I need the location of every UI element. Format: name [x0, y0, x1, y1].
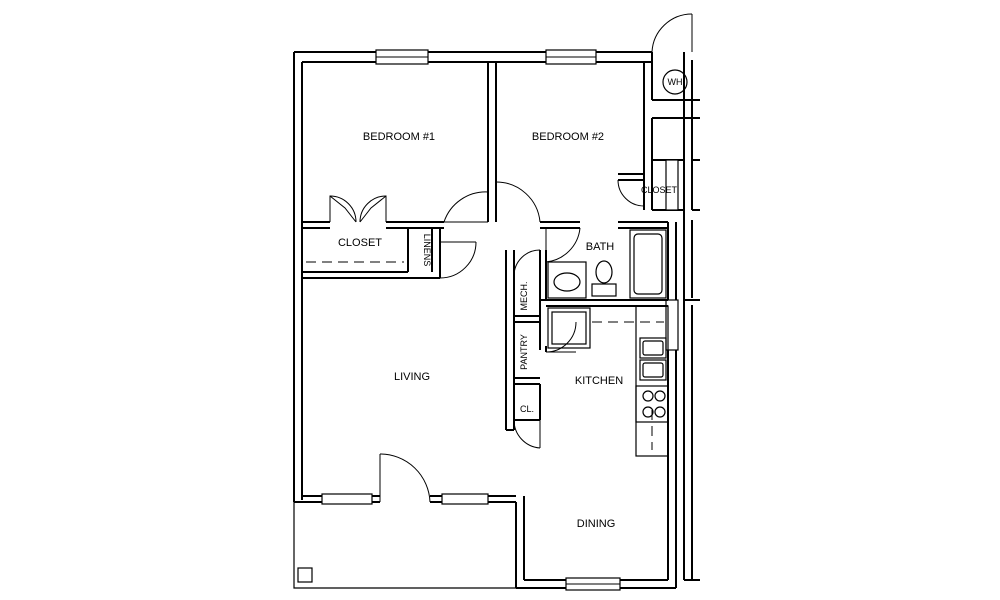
label-kitchen: KITCHEN [575, 375, 623, 387]
range [635, 385, 669, 423]
water-heater [662, 69, 688, 95]
label-bedroom-1: BEDROOM #1 [363, 131, 435, 143]
kitchen-counter [635, 305, 669, 457]
label-linens: LINENS [422, 234, 432, 267]
patio-post [297, 567, 313, 583]
refrigerator [547, 307, 591, 349]
label-pantry: PANTRY [519, 334, 529, 370]
bathtub [629, 229, 667, 299]
room-labels: BEDROOM #1 BEDROOM #2 CLOSET CLOSET LINE… [338, 77, 683, 530]
fixtures [293, 69, 688, 589]
toilet [595, 260, 613, 284]
label-closet-bed2: CLOSET [641, 185, 678, 195]
label-bath: BATH [586, 241, 615, 253]
kitchen-sink [639, 337, 667, 359]
label-dining: DINING [577, 518, 616, 530]
label-mech: MECH. [519, 282, 529, 311]
label-cl: CL. [520, 404, 534, 414]
label-closet-bed1: CLOSET [338, 237, 382, 249]
label-bedroom-2: BEDROOM #2 [532, 131, 604, 143]
windows [321, 49, 679, 591]
doors [329, 13, 693, 503]
vanity [547, 261, 587, 299]
label-living: LIVING [394, 371, 430, 383]
label-wh: WH [668, 77, 683, 87]
